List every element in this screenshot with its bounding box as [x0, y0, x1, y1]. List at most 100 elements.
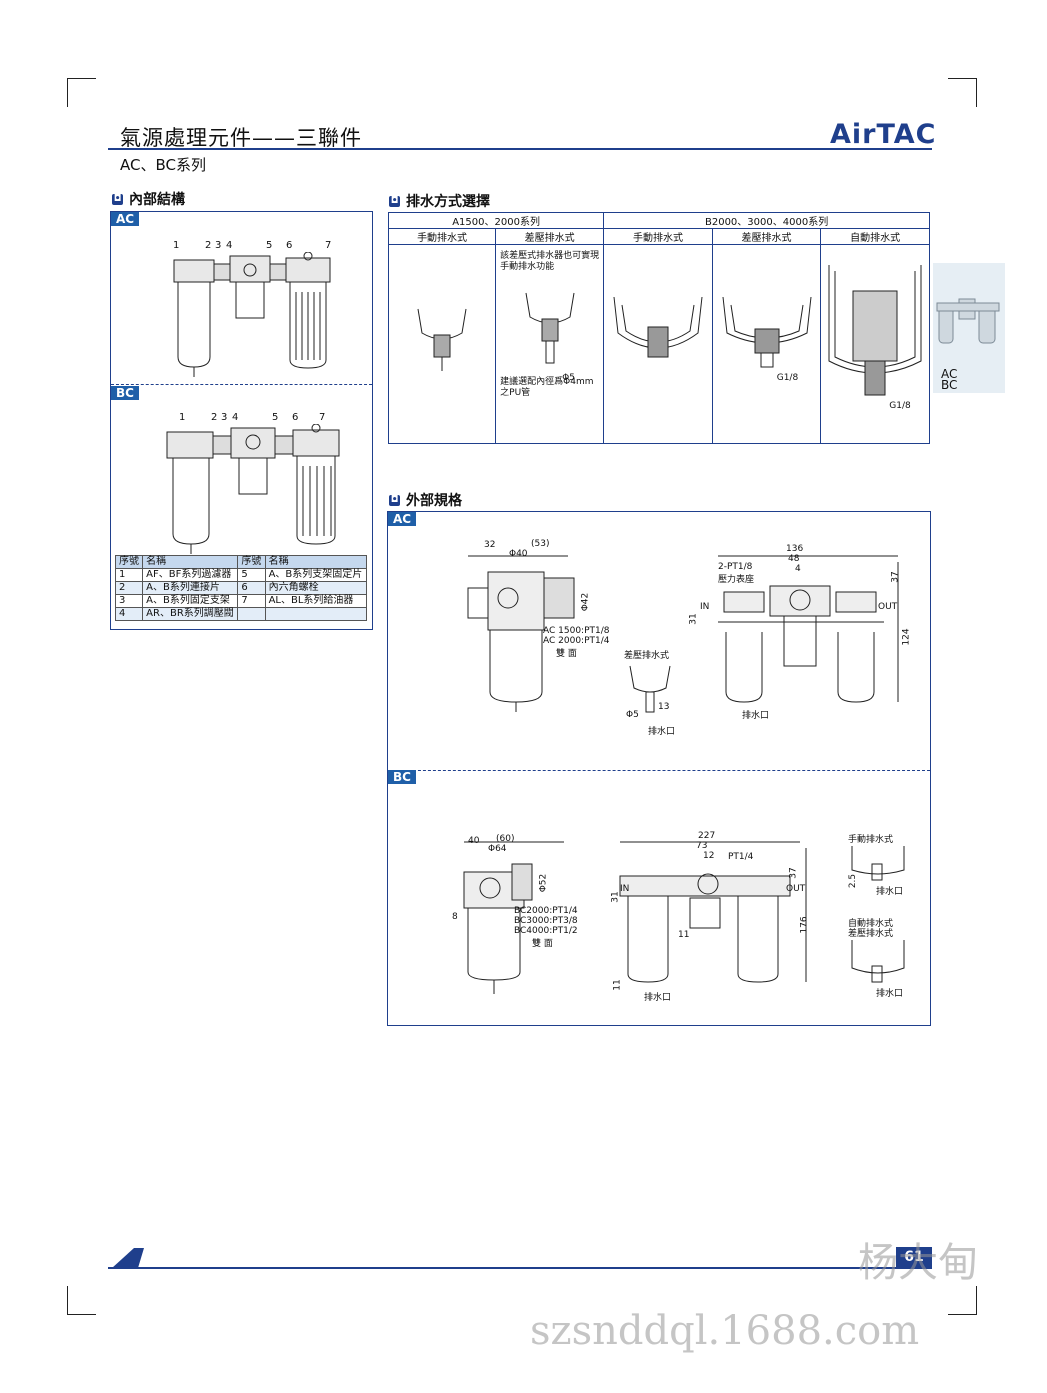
cell	[237, 607, 266, 621]
ac-bc-divider	[388, 770, 930, 771]
crop-mark-bl	[67, 1286, 96, 1315]
dim-phi64: Φ64	[488, 844, 507, 854]
dim-37: 37	[788, 867, 799, 879]
bc-drain-port: 排水口	[876, 887, 904, 897]
drain-bowl-drawing	[525, 292, 575, 364]
section-external: ◘ 外部規格	[389, 490, 462, 510]
bc-drain-port: 排水口	[876, 989, 904, 999]
watermark-url: szsnddql.1688.com	[530, 1308, 920, 1354]
bc-side-drawing	[463, 841, 564, 994]
cell: A、B系列連接片	[142, 581, 239, 595]
drain-bowl-drawing	[417, 308, 467, 371]
footer-rule	[108, 1267, 932, 1269]
dim-32: 32	[484, 540, 496, 550]
drain-g18: G1/8	[776, 373, 799, 383]
table-row: 1 AF、BF系列過濾器 5 A、B系列支架固定片	[114, 568, 368, 582]
dim-37: 37	[890, 571, 901, 583]
callout-2: 2	[205, 240, 212, 251]
dim-73: 73	[696, 841, 708, 851]
page-subtitle: AC、BC系列	[120, 156, 206, 174]
callout-4: 4	[232, 412, 239, 423]
drain-group-row: A1500、2000系列 B2000、3000、4000系列	[387, 212, 930, 229]
page-number: 61	[896, 1247, 932, 1267]
table-row: 4 AR、BR系列調壓閥	[114, 607, 368, 621]
drain-col-row: 手動排水式 差壓排水式 手動排水式 差壓排水式 自動排水式	[387, 228, 930, 245]
dim-124: 124	[901, 628, 912, 646]
th-name: 名稱	[142, 555, 239, 569]
callout-6: 6	[292, 412, 299, 423]
bc-manual-drain: 手動排水式	[848, 835, 894, 845]
ac-port-2: AC 2000:PT1/4	[543, 636, 610, 646]
page-title: 氣源處理元件——三聯件	[120, 126, 362, 150]
th-no: 序號	[114, 555, 144, 569]
drain-bowl-drawing	[613, 296, 703, 358]
tag-bc: BC	[111, 386, 139, 400]
dim-60: (60)	[496, 834, 515, 844]
watermark-name: 杨大甸	[858, 1240, 978, 1286]
dim-phi42: Φ42	[580, 592, 591, 612]
ac-port-1: AC 1500:PT1/8	[543, 626, 610, 636]
ac-gauge-label: 壓力表座	[718, 575, 755, 585]
cell: 5	[237, 568, 266, 582]
callout-2: 2	[211, 412, 218, 423]
cell: AR、BR系列調壓閥	[142, 607, 239, 621]
dim-8: 8	[452, 912, 458, 922]
cell: AF、BF系列過濾器	[142, 568, 239, 582]
tag-bc: BC	[388, 770, 416, 784]
bc-port-1: BC2000:PT1/4	[514, 906, 578, 916]
ac-out: OUT	[878, 602, 898, 612]
drain-cell-b-diff: G1/8	[711, 244, 822, 444]
section-icon: ◘	[389, 494, 400, 506]
brand-logo: AirTAC	[830, 119, 937, 150]
side-product-icon	[936, 298, 1000, 344]
dim-phi5: Φ5	[626, 710, 639, 720]
drain-col: 差壓排水式	[711, 228, 822, 245]
th-no: 序號	[237, 555, 266, 569]
ac-diff-drain: 差壓排水式	[624, 651, 670, 661]
dim-176: 176	[799, 916, 810, 934]
callout-1: 1	[179, 412, 186, 423]
side-tab-bc: BC	[941, 378, 958, 392]
drain-group-a: A1500、2000系列	[387, 212, 605, 229]
side-tab-ac: AC	[941, 367, 958, 381]
cell: 1	[114, 568, 144, 582]
callout-6: 6	[286, 240, 293, 251]
callout-1: 1	[173, 240, 180, 251]
dim-13: 13	[658, 702, 670, 712]
cell: A、B系列支架固定片	[264, 568, 368, 582]
parts-table: 序號 名稱 序號 名稱 1 AF、BF系列過濾器 5 A、B系列支架固定片 2 …	[114, 555, 368, 621]
section-drain: ◘ 排水方式選擇	[389, 191, 490, 211]
section-icon: ◘	[389, 195, 400, 207]
footer-logo-mark	[112, 1248, 144, 1268]
ac-side-drawing	[467, 555, 575, 712]
bc-section-drawing	[166, 424, 340, 554]
bc-in: IN	[620, 884, 630, 894]
internal-panel: AC 1 2 3 4 5 6 7 BC 1 2 3 4	[110, 211, 373, 630]
dim-12: 12	[703, 851, 715, 861]
dim-11: 11	[612, 979, 623, 991]
dim-227: 227	[698, 831, 716, 841]
bc-port-2: BC3000:PT3/8	[514, 916, 578, 926]
drain-cell-b-auto: G1/8	[820, 244, 930, 444]
drain-phi5: Φ5	[562, 373, 575, 383]
drain-g18: G1/8	[889, 401, 911, 411]
side-tab-image	[933, 263, 1005, 367]
cell: 內六角螺栓	[264, 581, 368, 595]
bc-drain-port: 排水口	[644, 993, 672, 1003]
cell: 7	[237, 594, 266, 608]
tag-ac: AC	[111, 212, 140, 226]
drain-col: 手動排水式	[387, 228, 497, 245]
bc-pt14: PT1/4	[728, 852, 754, 862]
drain-table: A1500、2000系列 B2000、3000、4000系列 手動排水式 差壓排…	[387, 212, 930, 444]
drain-col: 手動排水式	[603, 228, 713, 245]
dim-2.5: 2.5	[848, 873, 859, 889]
callout-3: 3	[221, 412, 228, 423]
external-panel: AC 32 (53) Φ40 Φ42 AC 1500:PT1/8 AC 2000…	[387, 511, 931, 1026]
ac-section-drawing	[173, 252, 331, 377]
drain-group-b: B2000、3000、4000系列	[603, 212, 930, 229]
ac-drain-port: 排水口	[742, 711, 770, 721]
cell: 3	[114, 594, 144, 608]
table-row: 3 A、B系列固定支架 7 AL、BL系列給油器	[114, 594, 368, 608]
bc-manual-drawing	[851, 846, 905, 881]
callout-5: 5	[272, 412, 279, 423]
